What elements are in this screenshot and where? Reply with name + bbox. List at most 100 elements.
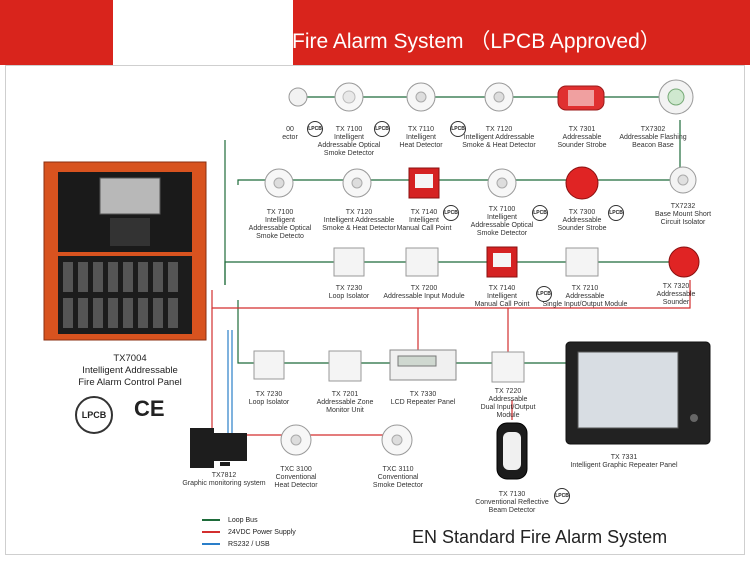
label-line: Sounder (662, 299, 690, 306)
label-line: TX 7331 (610, 454, 638, 461)
lpcb-badge: LPCB (554, 488, 570, 504)
lpcb-certification-logo: LPCB (75, 396, 113, 434)
label-line: Manual Call Point (474, 301, 530, 308)
lpcb-badge: LPCB (536, 286, 552, 302)
legend-label: 24VDC Power Supply (228, 529, 296, 536)
legend-swatch (202, 519, 220, 522)
tx7331-graphic-repeater-graphic (565, 341, 711, 445)
label-line: Monitor Unit (326, 407, 364, 414)
label-line: Circuit Isolator (660, 219, 706, 226)
tx7301-sounder-strobe-graphic (557, 85, 605, 111)
label-line: TX 7300 (568, 209, 596, 216)
legend-swatch (202, 543, 220, 546)
label-line: Beacon Base (632, 142, 674, 149)
label-line: Conventional (377, 474, 419, 481)
label-line: Addressable Optical (470, 222, 534, 229)
label-line: Heat Detector (274, 482, 318, 489)
label-line: Smoke & Heat Detector (462, 142, 536, 149)
tx7100-detector-graphic-row1 (334, 82, 364, 112)
label-line: TX 7230 (335, 285, 363, 292)
label-line: Module (496, 412, 520, 419)
tx7100-detector-graphic-row2a (264, 168, 294, 198)
ce-mark: CE (134, 396, 165, 421)
tx7330-lcd-repeater-graphic (389, 349, 457, 381)
label-line: Base Mount Short (654, 211, 712, 218)
tx7230-isolator-graphic-row3 (333, 247, 365, 277)
label-line: Intelligent (406, 134, 436, 141)
tx7230-isolator-graphic-row4 (253, 350, 285, 380)
label-line: Intelligent (487, 214, 517, 221)
label-line: Beam Detector (488, 507, 536, 514)
label-line: TX 7301 (568, 126, 596, 133)
label-line: Smoke Detector (323, 150, 375, 157)
label-line: Dual Input/Output (480, 404, 536, 411)
label-line: Addressable Optical (317, 142, 381, 149)
label-line: TX7232 (670, 203, 696, 210)
label-line: TX 7140 (488, 285, 516, 292)
control-panel-label: TX7004 Intelligent Addressable Fire Alar… (55, 353, 205, 389)
label-line: Addressable (488, 396, 528, 403)
label-line: Addressable Optical (248, 225, 312, 232)
label-line: Addressable (562, 217, 602, 224)
txc3110-detector-graphic (381, 424, 413, 456)
label-line: Loop Isolator (328, 293, 370, 300)
label-line: Heat Detector (399, 142, 443, 149)
label-line: TX 7100 (266, 209, 294, 216)
loop-bus-row4 (237, 300, 570, 364)
label-line: Intelligent (265, 217, 295, 224)
page-title: Fire Alarm System （LPCB Approved） (292, 30, 661, 53)
label-line: TX 7100 (335, 126, 363, 133)
label-line: Addressable Flashing (619, 134, 687, 141)
lpcb-badge: LPCB (443, 205, 459, 221)
label-line: Sounder Strobe (557, 142, 607, 149)
lpcb-badge: LPCB (608, 205, 624, 221)
label-line: Sounder Strobe (557, 225, 607, 232)
label-line: Intelligent Addressable (323, 217, 395, 224)
legend-rs232: RS232 / USB (202, 540, 270, 550)
panel-model: TX7004 (113, 353, 147, 364)
tx7130-beam-detector-graphic (496, 422, 528, 480)
label-line: Addressable (656, 291, 696, 298)
label-line: TX 7330 (409, 391, 437, 398)
label-line: Smoke Detector (372, 482, 424, 489)
label-line: Graphic monitoring system (182, 480, 266, 487)
label-line: TX 7100 (488, 206, 516, 213)
diagram-frame (5, 65, 745, 555)
label-line: Smoke Detector (476, 230, 528, 237)
label-line: Smoke & Heat Detector (322, 225, 396, 232)
tx7232-isolator-graphic (669, 166, 697, 194)
label-line: ector (282, 134, 298, 141)
label-line: TXC 3110 (382, 466, 414, 473)
label-line: Manual Call Point (396, 225, 452, 232)
legend-label: RS232 / USB (228, 541, 270, 548)
label-line: Smoke Detecto (256, 233, 304, 240)
tx7302-beacon-base-graphic (658, 79, 694, 115)
tx7140-call-point-graphic-row2 (408, 167, 440, 199)
loop-bus-row2 (237, 179, 680, 185)
label-line: TX 7140 (410, 209, 438, 216)
tx7140-call-point-graphic-row3 (486, 246, 518, 278)
legend-label: Loop Bus (228, 517, 258, 524)
label-line: 00 (286, 126, 294, 133)
txc3100-detector-graphic (280, 424, 312, 456)
lpcb-badge: LPCB (374, 121, 390, 137)
label-line: Intelligent (409, 217, 439, 224)
